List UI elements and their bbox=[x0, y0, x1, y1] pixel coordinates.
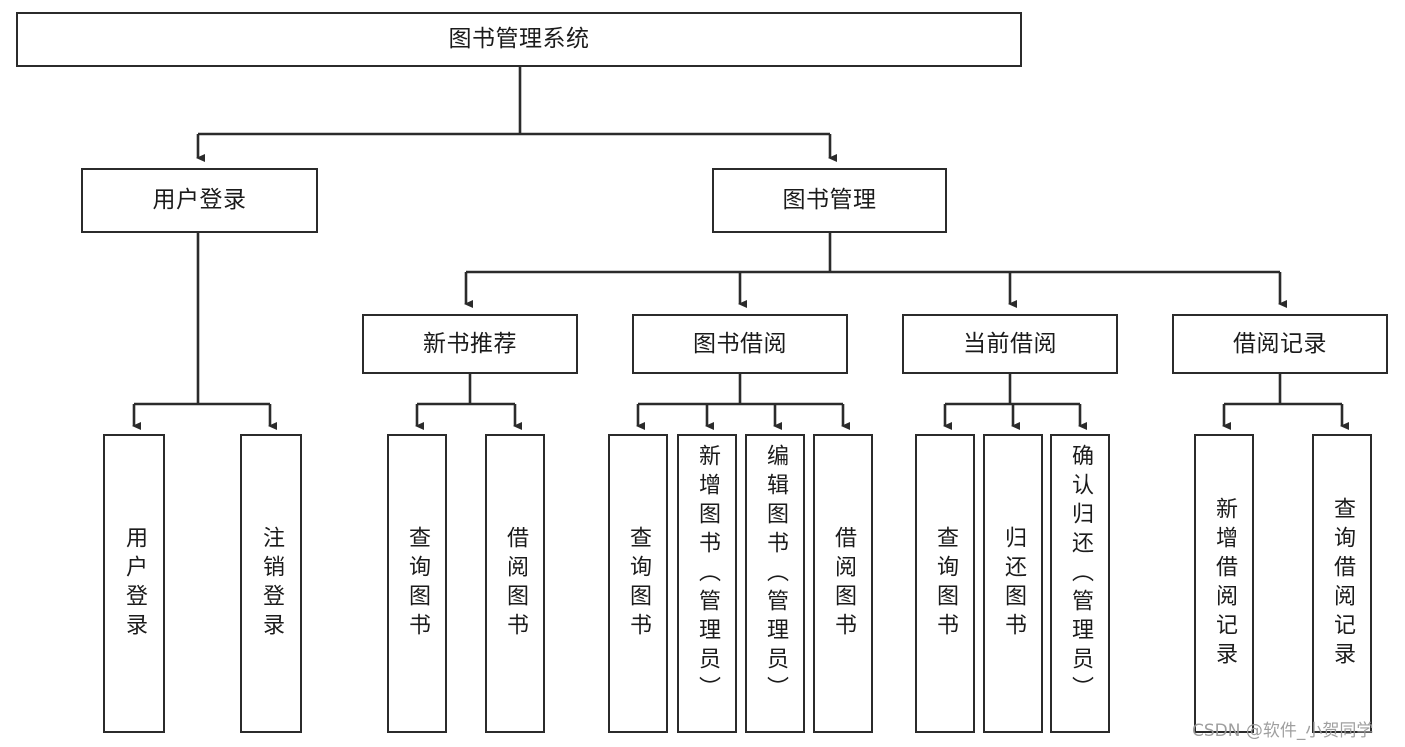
leaf-book-borrow-borrow-book[interactable]: 借阅图书 bbox=[813, 434, 873, 733]
node-label: 查询图书 bbox=[933, 525, 958, 642]
node-label: 当前借阅 bbox=[963, 330, 1057, 357]
node-label: 新增借阅记录 bbox=[1212, 496, 1237, 671]
node-label: 查询借阅记录 bbox=[1330, 496, 1355, 671]
node-label: 新增图书（管理员） bbox=[695, 444, 720, 705]
node-label: 编辑图书（管理员） bbox=[763, 444, 788, 705]
node-user-login[interactable]: 用户登录 bbox=[81, 168, 318, 233]
leaf-borrow-record-query-record[interactable]: 查询借阅记录 bbox=[1312, 434, 1372, 733]
leaf-user-login-logout[interactable]: 注销登录 bbox=[240, 434, 302, 733]
node-label: 确认归还（管理员） bbox=[1068, 444, 1093, 705]
node-label: 查询图书 bbox=[405, 525, 430, 642]
node-label: 图书管理 bbox=[782, 187, 877, 213]
node-book-borrow[interactable]: 图书借阅 bbox=[632, 314, 848, 374]
leaf-user-login-login[interactable]: 用户登录 bbox=[103, 434, 165, 733]
node-label: 归还图书 bbox=[1001, 525, 1026, 642]
node-current-borrow[interactable]: 当前借阅 bbox=[902, 314, 1118, 374]
node-label: 借阅图书 bbox=[831, 525, 856, 642]
leaf-current-borrow-return-book[interactable]: 归还图书 bbox=[983, 434, 1043, 733]
watermark-text: CSDN @软件_小贺同学 bbox=[1192, 721, 1374, 741]
node-label: 图书借阅 bbox=[693, 330, 787, 357]
node-label: 新书推荐 bbox=[423, 330, 517, 357]
leaf-new-book-borrow-book[interactable]: 借阅图书 bbox=[485, 434, 545, 733]
node-label: 用户登录 bbox=[122, 525, 147, 642]
node-label: 借阅记录 bbox=[1233, 330, 1327, 357]
leaf-current-borrow-confirm-return-admin[interactable]: 确认归还（管理员） bbox=[1050, 434, 1110, 733]
node-borrow-record[interactable]: 借阅记录 bbox=[1172, 314, 1388, 374]
node-book-management[interactable]: 图书管理 bbox=[712, 168, 947, 233]
leaf-borrow-record-add-record[interactable]: 新增借阅记录 bbox=[1194, 434, 1254, 733]
node-root-library-system[interactable]: 图书管理系统 bbox=[16, 12, 1022, 67]
leaf-book-borrow-edit-book-admin[interactable]: 编辑图书（管理员） bbox=[745, 434, 805, 733]
node-label: 借阅图书 bbox=[503, 525, 528, 642]
node-label: 用户登录 bbox=[152, 187, 247, 213]
node-label: 查询图书 bbox=[626, 525, 651, 642]
leaf-new-book-query-book[interactable]: 查询图书 bbox=[387, 434, 447, 733]
node-label: 注销登录 bbox=[259, 525, 284, 642]
leaf-current-borrow-query-book[interactable]: 查询图书 bbox=[915, 434, 975, 733]
node-label: 图书管理系统 bbox=[448, 26, 590, 52]
node-new-book-recommend[interactable]: 新书推荐 bbox=[362, 314, 578, 374]
leaf-book-borrow-query-book[interactable]: 查询图书 bbox=[608, 434, 668, 733]
leaf-book-borrow-add-book-admin[interactable]: 新增图书（管理员） bbox=[677, 434, 737, 733]
